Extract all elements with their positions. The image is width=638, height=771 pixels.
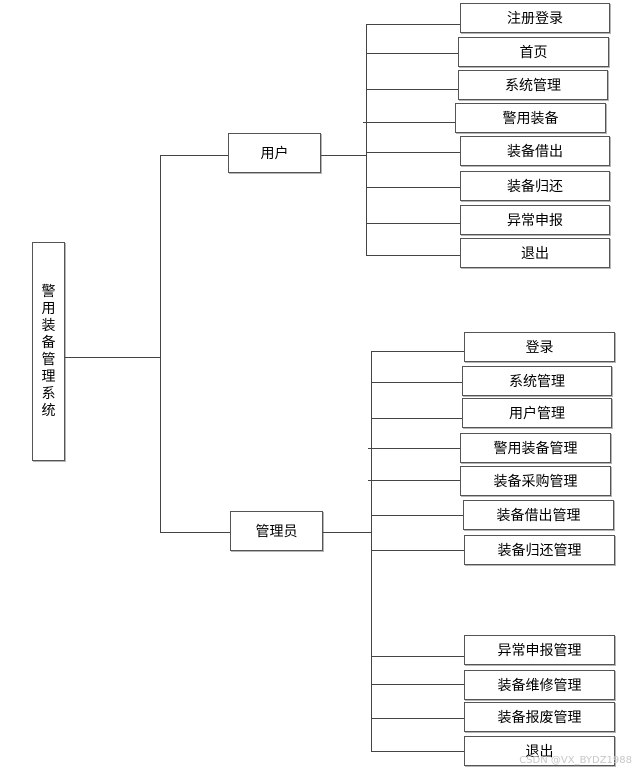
connector-admin-item bbox=[371, 751, 464, 752]
user-item-equipment-return: 装备归还 bbox=[460, 171, 610, 201]
connector-trunk bbox=[160, 155, 161, 533]
connector-user-spine bbox=[366, 24, 367, 255]
connector-admin-item bbox=[371, 515, 463, 516]
user-item-equipment-lend: 装备借出 bbox=[460, 136, 610, 166]
admin-item-lend-management: 装备借出管理 bbox=[463, 500, 614, 530]
connector-admin-item bbox=[371, 418, 462, 419]
connector-user-item bbox=[366, 255, 460, 256]
branch-node-admin: 管理员 bbox=[230, 511, 323, 551]
admin-item-scrap-management: 装备报废管理 bbox=[464, 702, 615, 732]
connector-admin-item bbox=[368, 480, 460, 481]
user-item-exception-report: 异常申报 bbox=[460, 205, 610, 235]
connector-user-item bbox=[366, 89, 458, 90]
connector-admin-spine bbox=[371, 351, 372, 751]
user-item-logout: 退出 bbox=[460, 238, 610, 268]
connector-to-user bbox=[160, 155, 228, 156]
admin-item-procurement-management: 装备采购管理 bbox=[460, 466, 611, 496]
connector-user-item bbox=[366, 53, 458, 54]
user-item-home: 首页 bbox=[458, 37, 609, 67]
admin-item-police-equipment-management: 警用装备管理 bbox=[460, 433, 611, 463]
admin-item-system-management: 系统管理 bbox=[462, 366, 612, 396]
connector-admin-item bbox=[371, 550, 464, 551]
branch-node-user: 用户 bbox=[228, 133, 321, 173]
connector-admin-item bbox=[371, 718, 464, 719]
admin-item-user-management: 用户管理 bbox=[462, 398, 612, 428]
connector-user-item bbox=[366, 223, 460, 224]
admin-item-exception-report-management: 异常申报管理 bbox=[464, 635, 615, 665]
root-node-system: 警用装备管理系统 bbox=[32, 242, 65, 461]
user-item-system-management: 系统管理 bbox=[458, 70, 608, 100]
connector-admin-item bbox=[371, 351, 464, 352]
watermark: CSDN @VX_BYDZ1988 bbox=[519, 755, 632, 766]
admin-item-login: 登录 bbox=[464, 332, 615, 362]
connector-user-item bbox=[366, 187, 460, 188]
admin-item-repair-management: 装备维修管理 bbox=[464, 670, 615, 700]
connector-admin-out bbox=[323, 532, 372, 533]
connector-user-item bbox=[366, 152, 460, 153]
admin-item-logout: 退出 bbox=[464, 736, 615, 766]
connector-root bbox=[65, 357, 161, 358]
connector-admin-item bbox=[371, 656, 464, 657]
user-item-police-equipment: 警用装备 bbox=[455, 103, 606, 133]
connector-to-admin bbox=[160, 532, 230, 533]
connector-user-out bbox=[321, 155, 367, 156]
connector-user-item bbox=[363, 122, 455, 123]
connector-admin-item bbox=[368, 448, 460, 449]
connector-admin-item bbox=[371, 684, 464, 685]
user-item-register-login: 注册登录 bbox=[460, 3, 610, 33]
connector-admin-item bbox=[371, 382, 462, 383]
admin-item-return-management: 装备归还管理 bbox=[464, 535, 615, 565]
connector-user-item bbox=[366, 24, 460, 25]
